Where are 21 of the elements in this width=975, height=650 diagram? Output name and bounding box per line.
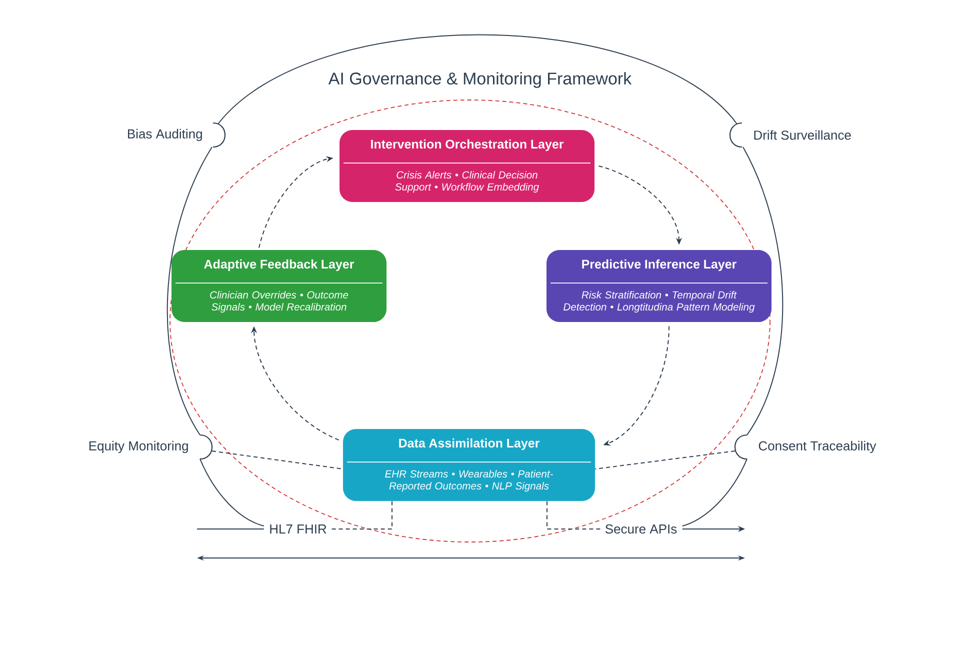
diagram-title: AI Governance & Monitoring Framework bbox=[326, 70, 634, 90]
connector-line bbox=[682, 458, 748, 526]
connector-line bbox=[218, 34, 738, 124]
monitor-label: Bias Auditing bbox=[128, 128, 202, 142]
connector-line bbox=[330, 500, 392, 530]
layer-box: Data Assimilation Layer EHR Streams • Wearables • Patient-Reported Outcomes • NLP Signals bbox=[343, 429, 595, 501]
connector-line bbox=[166, 146, 212, 436]
connector-line bbox=[546, 500, 602, 530]
connector-line bbox=[594, 450, 736, 470]
monitor-label: Consent Traceability bbox=[758, 440, 876, 454]
layer-box: Adaptive Feedback Layer Clinician Overrides • Outcome Signals • Model Recalibration bbox=[172, 250, 386, 322]
monitor-label: Secure APIs bbox=[605, 524, 677, 534]
connector-line bbox=[200, 458, 264, 526]
monitor-label: Drift Surveillance bbox=[754, 130, 851, 140]
monitor-label: Equity Monitoring bbox=[89, 440, 188, 454]
layer-box: Predictive Inference Layer Risk Stratification • Temporal Drift Detection • Longtitudina Pattern Modeling bbox=[546, 250, 772, 322]
connector-line bbox=[742, 146, 783, 436]
connector-line bbox=[212, 450, 344, 470]
monitor-label: HL7 FHIR bbox=[270, 524, 326, 534]
layer-box: Intervention Orchestration Layer Crisis Alerts • Clinical Decision Support • Workflow Embedding bbox=[340, 130, 594, 202]
connector-line bbox=[196, 528, 264, 530]
